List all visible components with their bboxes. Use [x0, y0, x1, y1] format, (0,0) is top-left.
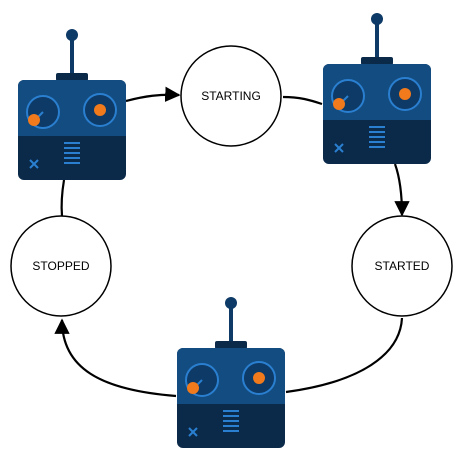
arrow-controller-to-stopped: [54, 318, 177, 398]
state-label: STARTING: [201, 89, 261, 103]
state-stopped: STOPPED: [10, 215, 112, 317]
remote-controller-icon: [322, 12, 432, 165]
remote-controller-icon: [176, 296, 286, 449]
state-label: STARTED: [375, 259, 430, 273]
state-started: STARTED: [351, 215, 453, 317]
state-label: STOPPED: [32, 259, 89, 273]
arrow-controller-to-starting: [125, 86, 181, 103]
remote-controller-icon: [17, 28, 127, 181]
arrow-started-to-controller: [285, 317, 404, 394]
state-starting: STARTING: [180, 45, 282, 147]
arrow-controller-to-started: [393, 163, 410, 217]
arrow-starting-to-controller: [282, 95, 323, 106]
transition-arrows: [54, 86, 410, 398]
arrow-stopped-to-controller: [60, 179, 66, 217]
